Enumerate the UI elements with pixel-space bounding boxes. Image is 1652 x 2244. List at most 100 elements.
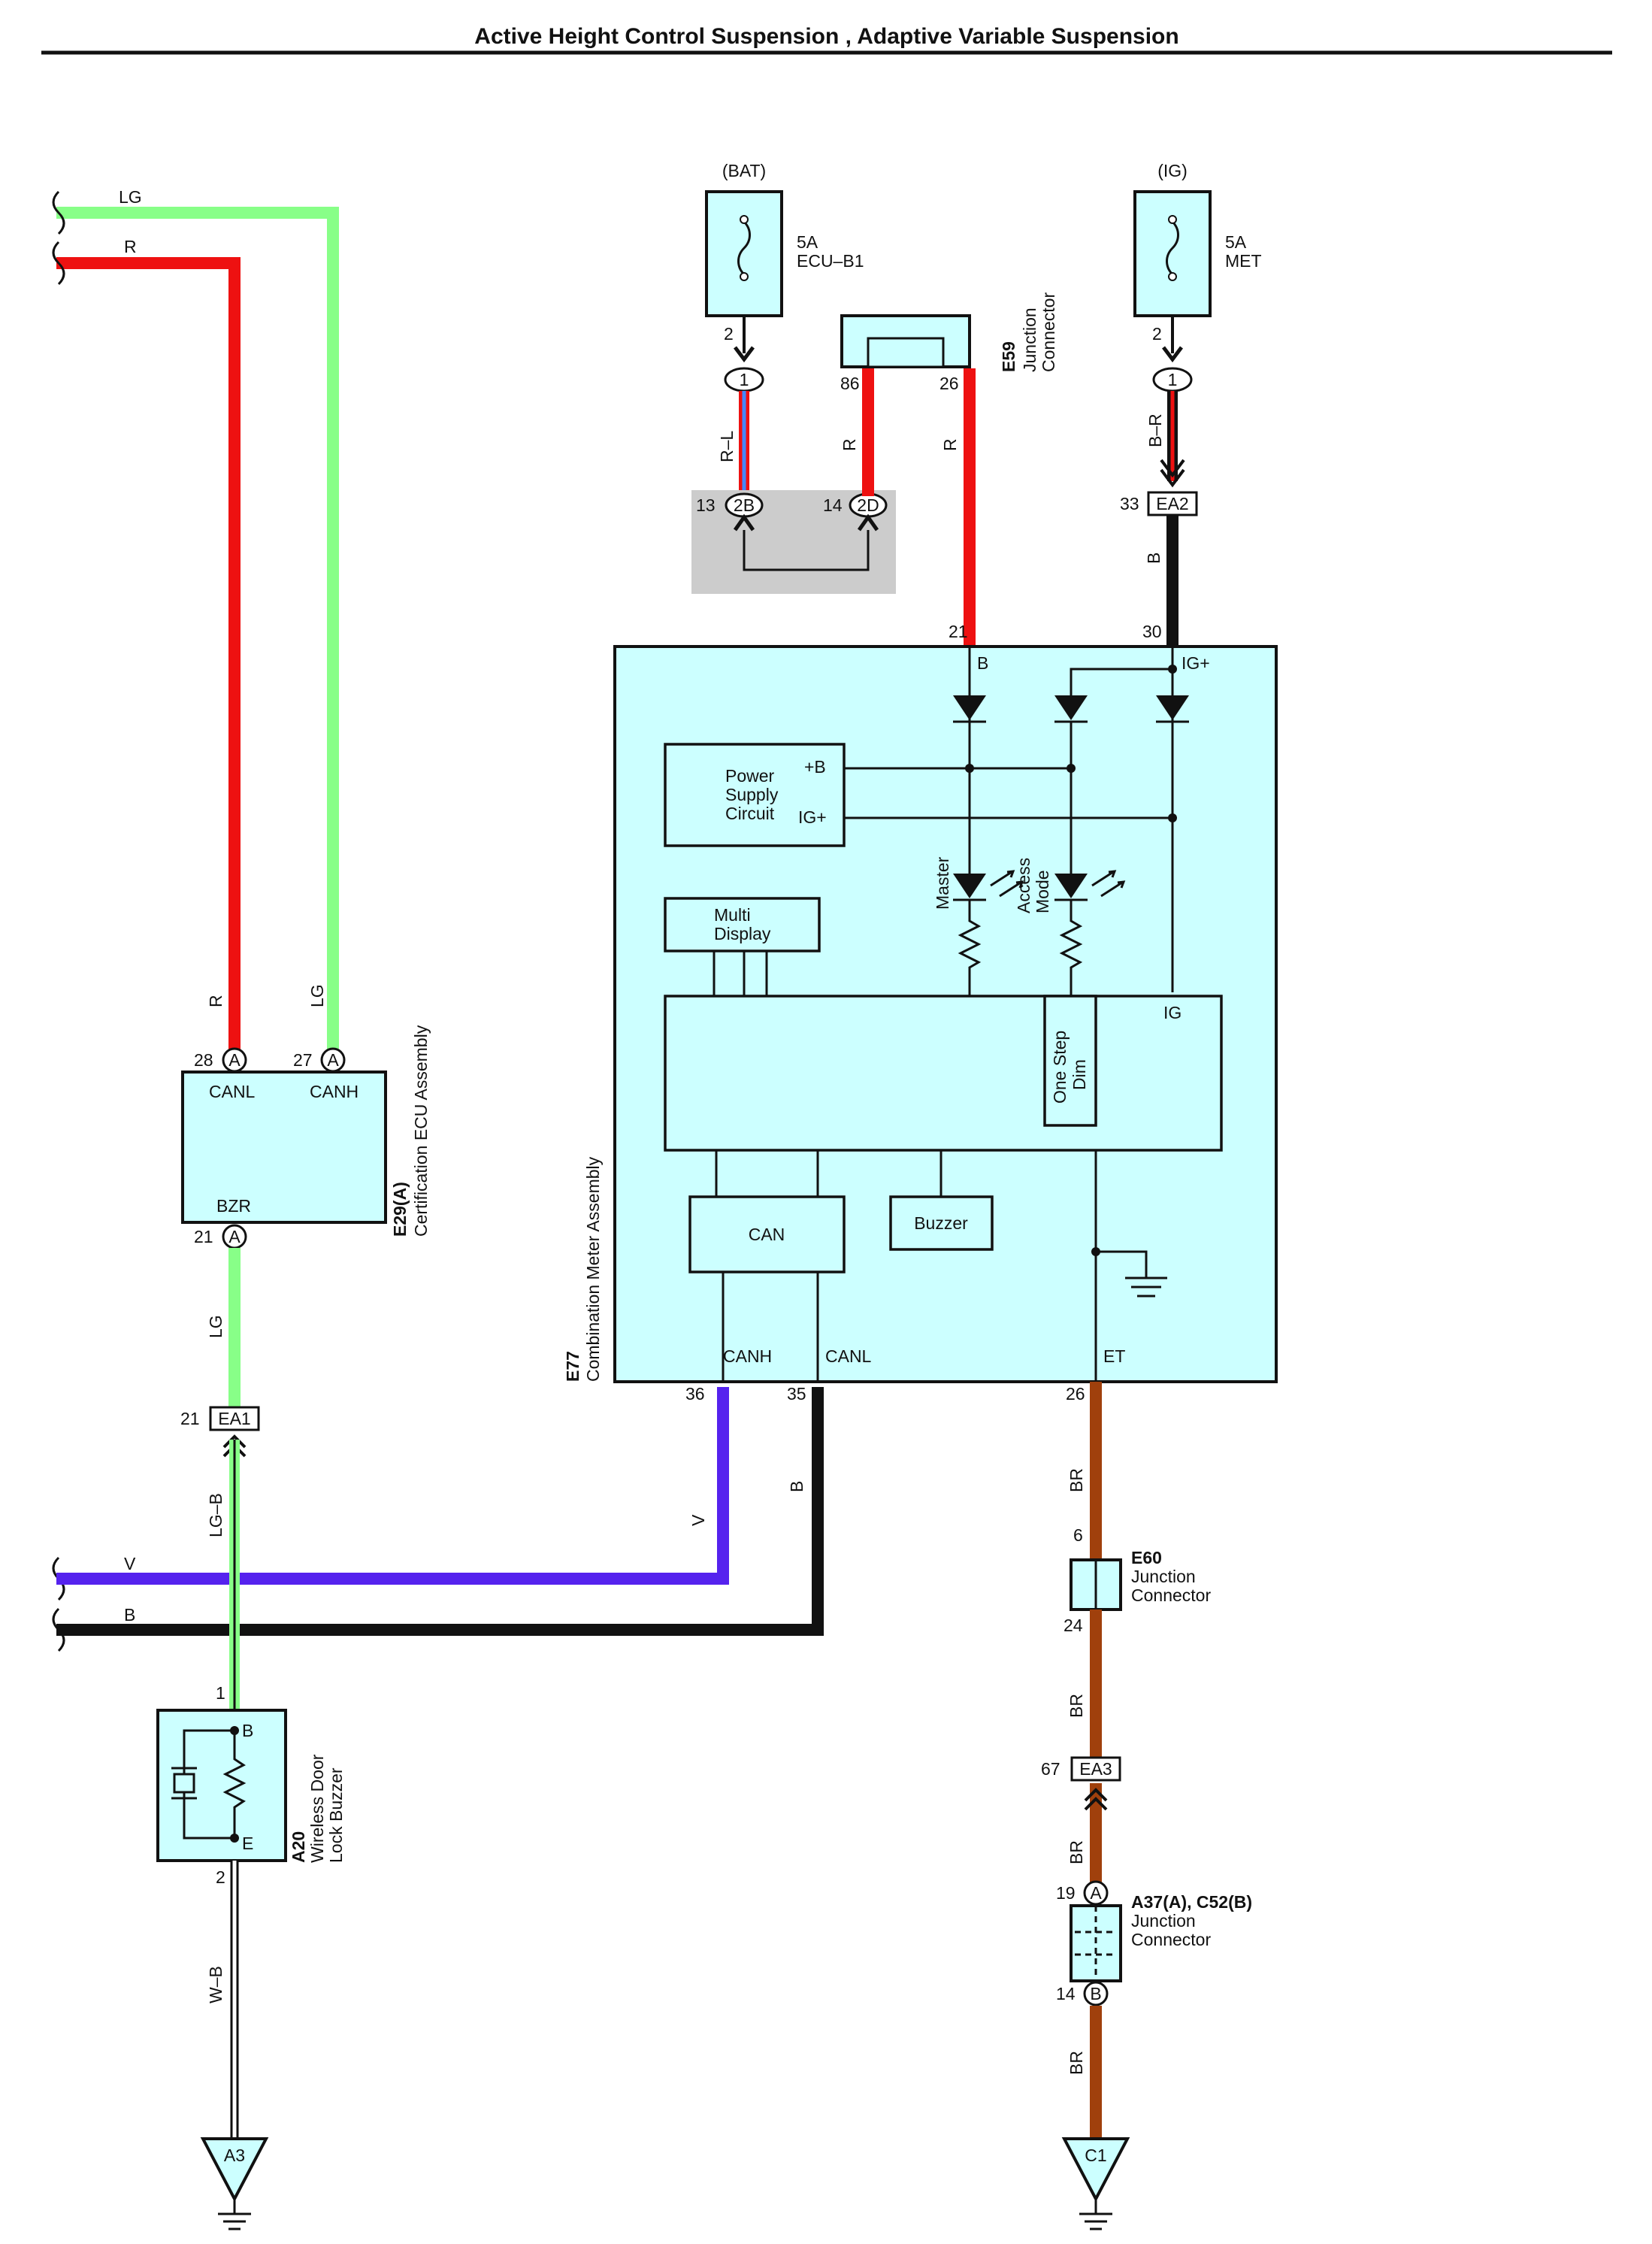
svg-text:Junction: Junction (1131, 1567, 1196, 1586)
wire-label-rl: R–L (717, 431, 737, 462)
svg-text:Connector: Connector (1039, 292, 1058, 372)
svg-text:35: 35 (787, 1384, 806, 1404)
svg-text:6: 6 (1073, 1525, 1083, 1545)
svg-text:Buzzer: Buzzer (914, 1213, 968, 1233)
svg-text:BR: BR (1067, 1694, 1086, 1718)
svg-text:5A: 5A (1225, 232, 1247, 252)
svg-text:Supply: Supply (725, 785, 779, 804)
svg-text:R: R (940, 438, 960, 451)
svg-text:B: B (1144, 553, 1163, 564)
wire-label-r: R (124, 237, 137, 256)
svg-text:2: 2 (1152, 324, 1162, 344)
svg-text:MET: MET (1225, 251, 1262, 271)
svg-text:Multi: Multi (714, 905, 751, 925)
svg-text:Dim: Dim (1070, 1059, 1089, 1090)
svg-text:A: A (1090, 1883, 1102, 1903)
e59-junction-connector: 86 26 E59 Junction Connector (840, 292, 1058, 393)
e29-conn-a-canh: A (327, 1050, 339, 1070)
wire-label-br-ig: B–R (1145, 413, 1165, 447)
a20-e-label: E (242, 1834, 253, 1853)
wire-v-bus: V V (56, 1387, 729, 1585)
svg-text:2B: 2B (734, 495, 755, 515)
a20-name2: Lock Buzzer (326, 1767, 346, 1863)
splice-block: 2B 2D 13 14 (691, 490, 896, 594)
svg-text:E60: E60 (1131, 1548, 1162, 1567)
svg-text:2: 2 (724, 324, 734, 344)
wire-label-lg-bzr: LG (206, 1315, 225, 1338)
e29-pin-canl: 28 (194, 1050, 213, 1070)
e77-combination-meter: 21 30 B IG+ Power Supply Circuit +B IG+ … (563, 622, 1278, 1404)
svg-text:CAN: CAN (749, 1225, 785, 1244)
svg-text:(BAT): (BAT) (722, 161, 766, 180)
e29-canl-label: CANL (209, 1082, 256, 1101)
wire-r-l: R–L (717, 391, 749, 496)
svg-text:33: 33 (1120, 494, 1139, 513)
svg-text:36: 36 (685, 1384, 705, 1404)
svg-text:EA1: EA1 (218, 1409, 250, 1428)
svg-text:BR: BR (1067, 1468, 1086, 1492)
ea2-connector: EA2 33 (1120, 491, 1198, 516)
e29-certification-ecu: A A 28 27 CANL CANH BZR A 21 E29(A) Cert… (181, 1025, 431, 1249)
wire-label-lg-vertical: LG (307, 984, 327, 1007)
svg-text:EA2: EA2 (1156, 494, 1188, 513)
wire-r-top: R (56, 237, 241, 1060)
e29-canh-label: CANH (310, 1082, 359, 1101)
diagram-title: Active Height Control Suspension , Adapt… (474, 24, 1178, 49)
svg-text:BR: BR (1067, 1840, 1086, 1864)
a20-pin1: 1 (216, 1683, 225, 1703)
ea1-pin: 21 (180, 1409, 200, 1428)
svg-text:ECU–B1: ECU–B1 (797, 251, 864, 271)
ground-c1: C1 (1061, 2137, 1130, 2230)
svg-text:67: 67 (1041, 1759, 1060, 1779)
svg-text:19: 19 (1056, 1883, 1076, 1903)
a20-pin2: 2 (216, 1867, 225, 1887)
svg-text:One Step: One Step (1050, 1031, 1070, 1104)
wire-b-r: B–R (1145, 391, 1185, 488)
svg-text:26: 26 (1066, 1384, 1085, 1404)
svg-text:26: 26 (939, 374, 959, 393)
a20-id: A20 (289, 1831, 308, 1863)
fuse-ecu-b1: (BAT) 5A ECU–B1 2 1 (705, 161, 864, 392)
wire-label-lg: LG (119, 187, 142, 207)
svg-text:13: 13 (696, 495, 716, 515)
wire-label-lgb: LG–B (206, 1493, 225, 1537)
e29-bzr-label: BZR (216, 1196, 251, 1216)
svg-text:Connector: Connector (1131, 1930, 1211, 1949)
svg-text:5A: 5A (797, 232, 818, 252)
e60-junction-connector: E60 Junction Connector (1070, 1548, 1211, 1611)
svg-text:EA3: EA3 (1079, 1759, 1112, 1779)
wire-label-r-vertical: R (206, 995, 225, 1007)
svg-text:CANL: CANL (825, 1346, 872, 1366)
svg-text:Junction: Junction (1131, 1911, 1196, 1931)
e29-conn-a-bzr: A (228, 1227, 241, 1246)
svg-text:C1: C1 (1085, 2146, 1106, 2165)
svg-text:24: 24 (1064, 1616, 1083, 1635)
svg-text:IG+: IG+ (798, 807, 827, 827)
wire-break-marks (52, 190, 65, 1652)
wire-label-v-vertical: V (688, 1514, 708, 1526)
e29-conn-a-canl: A (228, 1050, 241, 1070)
svg-text:A3: A3 (224, 2146, 245, 2165)
svg-text:CANH: CANH (723, 1346, 772, 1366)
ea3-connector: EA3 67 (1041, 1756, 1121, 1782)
svg-text:E59: E59 (999, 341, 1018, 372)
e29-pin-bzr: 21 (194, 1227, 213, 1246)
wire-w-b: W–B (206, 1861, 239, 2139)
svg-text:Mode: Mode (1033, 870, 1052, 913)
svg-text:1: 1 (1168, 370, 1178, 389)
wire-label-wb: W–B (206, 1966, 225, 2003)
svg-text:BR: BR (1067, 2051, 1086, 2075)
wire-lg-top: LG (56, 187, 339, 1060)
e29-pin-canh: 27 (293, 1050, 313, 1070)
ground-a3: A3 (200, 2137, 269, 2230)
svg-text:E77: E77 (563, 1351, 582, 1382)
svg-text:30: 30 (1142, 622, 1162, 641)
svg-text:14: 14 (1056, 1984, 1076, 2003)
svg-text:14: 14 (823, 495, 843, 515)
svg-text:+B: +B (804, 757, 826, 777)
e29-name: Certification ECU Assembly (411, 1025, 431, 1237)
svg-text:A37(A), C52(B): A37(A), C52(B) (1131, 1892, 1252, 1912)
svg-text:R: R (840, 438, 859, 451)
svg-text:Junction: Junction (1020, 307, 1039, 372)
svg-text:IG: IG (1163, 1003, 1182, 1022)
